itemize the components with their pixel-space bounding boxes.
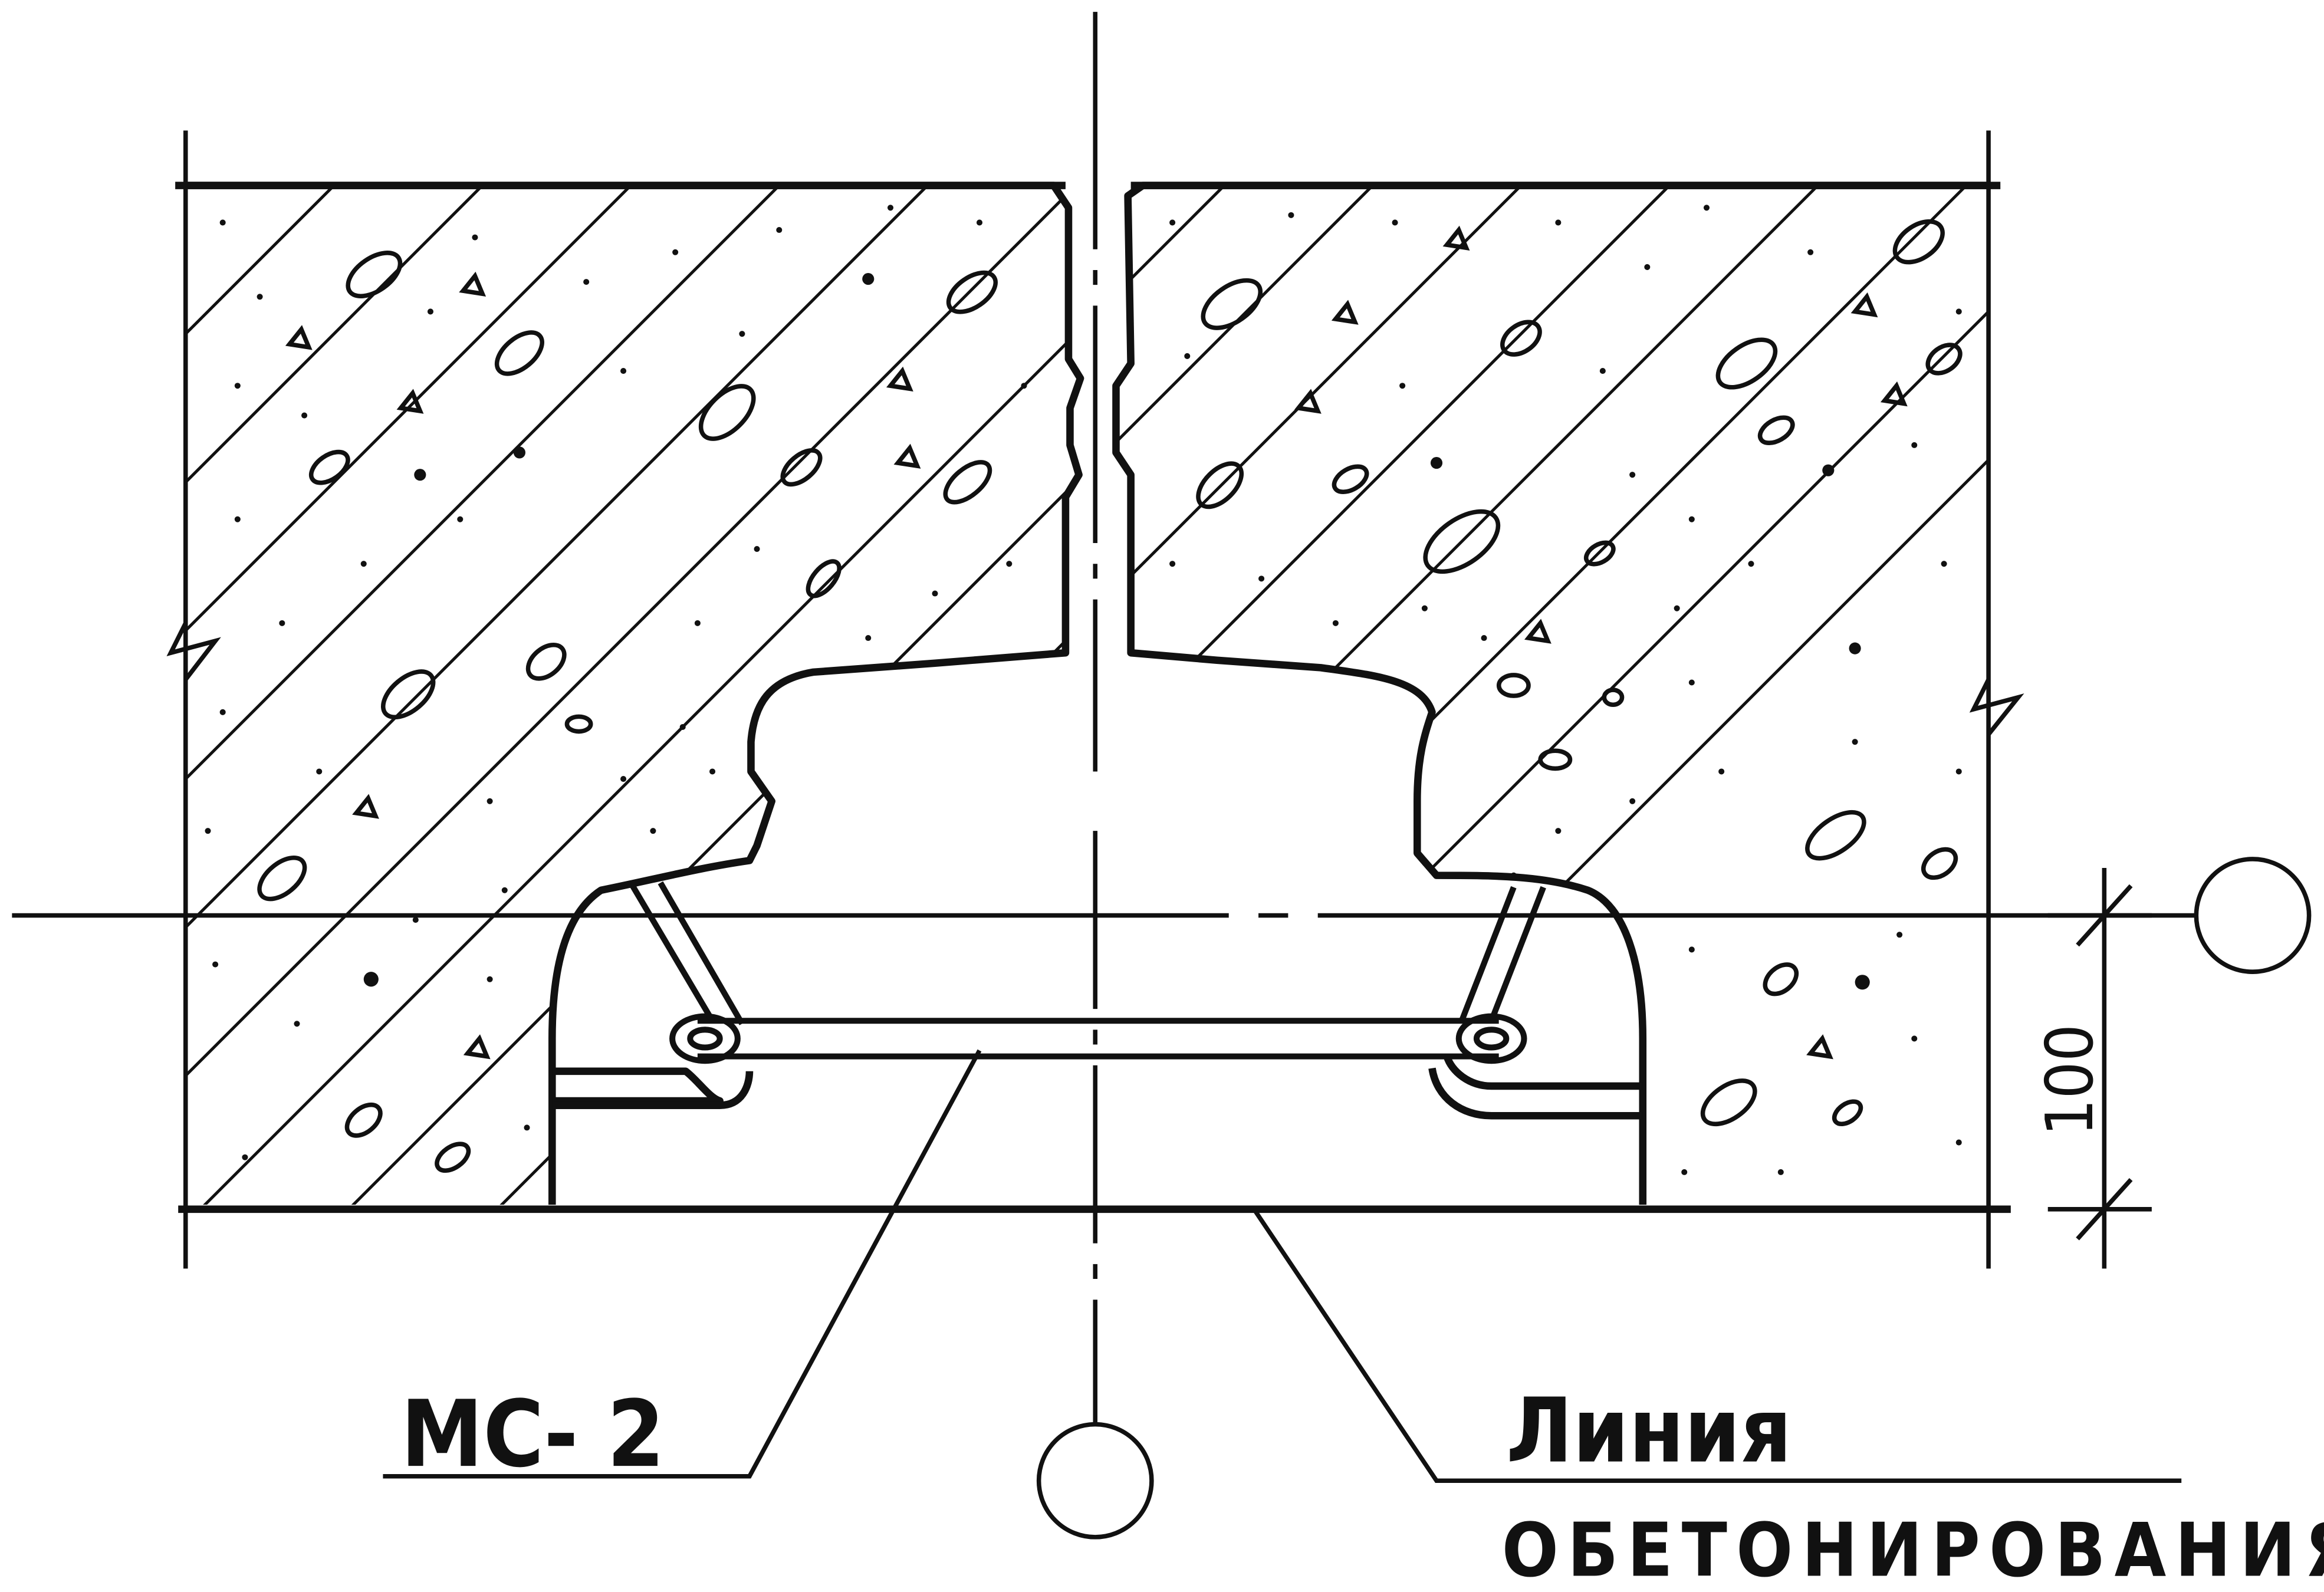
mc2-leader	[383, 1049, 982, 1479]
left-sand-dots	[205, 205, 1027, 1160]
right-aggregate	[1196, 219, 1963, 1127]
left-concrete-block	[0, 0, 2324, 1484]
horizontal-axis-bubble	[2194, 857, 2312, 974]
left-aggregate	[257, 251, 998, 1173]
joint-recess	[552, 1055, 1643, 1120]
left-hatching	[0, 0, 2324, 1484]
left-block-outline	[185, 182, 1084, 1205]
right-block-outline	[1112, 182, 1989, 1205]
left-break-mark	[166, 622, 221, 681]
right-hatching	[0, 0, 2324, 1484]
center-axis	[1036, 12, 1154, 1540]
line-label: Линия	[1506, 1379, 1792, 1483]
dimension-100	[2047, 868, 2152, 1269]
concreting-label: ОБЕТОНИРОВАНИЯ	[1502, 1507, 2324, 1592]
horizontal-axis	[12, 857, 2312, 974]
dimension-label: 100	[2032, 1024, 2108, 1136]
tie-rod-mc2	[628, 881, 1546, 1064]
right-sand-dots	[1169, 205, 1962, 1175]
right-break-mark	[1969, 678, 2024, 736]
mc2-label: МС- 2	[401, 1380, 665, 1488]
leader-lines	[383, 1049, 2182, 1484]
center-axis-bubble	[1036, 1422, 1154, 1540]
right-concrete-block	[0, 0, 2324, 1484]
concreting-leader	[1252, 1208, 2182, 1484]
left-hook	[669, 1013, 741, 1064]
